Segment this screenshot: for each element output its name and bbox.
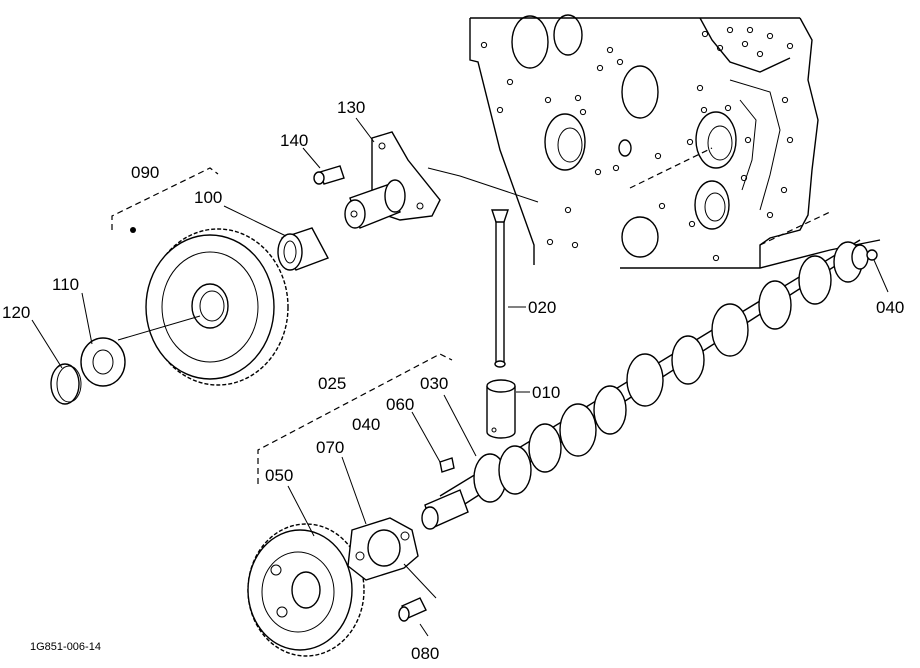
push-rod bbox=[491, 209, 509, 368]
label-060: 060 bbox=[386, 395, 414, 414]
idle-gear-shaft bbox=[344, 131, 539, 229]
leader-lines bbox=[31, 117, 889, 637]
cam-gear bbox=[247, 523, 365, 657]
label-010: 010 bbox=[532, 383, 560, 402]
label-130: 130 bbox=[337, 98, 365, 117]
label-070: 070 bbox=[316, 438, 344, 457]
label-140: 140 bbox=[280, 131, 308, 150]
thrust-plate bbox=[347, 517, 419, 581]
diagram-code: 1G851-006-14 bbox=[30, 641, 101, 653]
label-040-right: 040 bbox=[876, 298, 904, 317]
label-040-left: 040 bbox=[352, 415, 380, 434]
label-050: 050 bbox=[265, 466, 293, 485]
label-120: 120 bbox=[2, 303, 30, 322]
bushing bbox=[277, 227, 329, 271]
label-110: 110 bbox=[52, 275, 79, 294]
label-100: 100 bbox=[194, 188, 222, 207]
idle-gear bbox=[117, 227, 289, 386]
bolt-140 bbox=[313, 165, 345, 185]
label-030: 030 bbox=[420, 374, 448, 393]
engine-block bbox=[469, 14, 881, 269]
tappet bbox=[486, 379, 516, 439]
part-labels: 130 140 090 100 110 120 020 040 025 030 … bbox=[2, 98, 904, 663]
label-090: 090 bbox=[131, 163, 159, 182]
label-025: 025 bbox=[318, 374, 346, 393]
thrust-washer bbox=[80, 337, 126, 387]
camshaft bbox=[421, 239, 878, 530]
label-080: 080 bbox=[411, 644, 439, 663]
circlip bbox=[50, 363, 82, 405]
bolt-080 bbox=[398, 597, 427, 622]
label-020: 020 bbox=[528, 298, 556, 317]
